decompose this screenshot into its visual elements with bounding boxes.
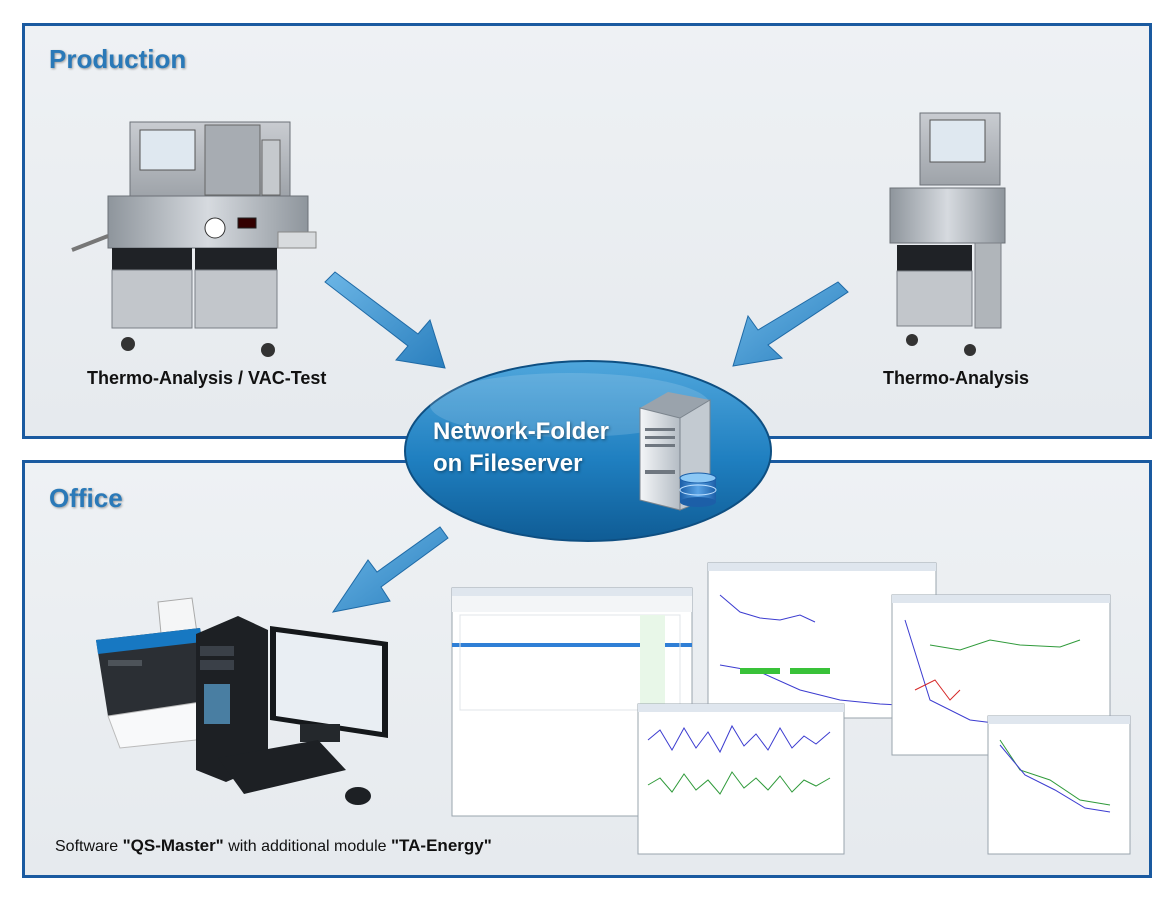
office-title: Office — [49, 483, 123, 513]
computer-icon — [196, 616, 388, 805]
thermo-analysis-machine-image — [889, 112, 1006, 356]
arrow-icon — [331, 526, 449, 613]
network-folder-line2: on Fileserver — [433, 450, 583, 477]
software-screenshots — [451, 562, 1131, 855]
software-prefix: Software — [55, 838, 123, 855]
software-middle: with additional module — [223, 838, 391, 855]
vac-test-caption: Thermo-Analysis / VAC-Test — [87, 368, 327, 388]
module-name: "TA-Energy" — [390, 836, 492, 855]
network-folder-line1: Network-Folder — [433, 418, 610, 445]
vac-test-machine-image — [71, 121, 317, 357]
arrow-icon — [732, 281, 849, 367]
arrow-icon — [324, 271, 446, 369]
thermo-analysis-caption: Thermo-Analysis — [883, 368, 1030, 388]
production-title: Production — [49, 44, 187, 74]
network-folder-label: Network-Folder on Fileserver — [433, 416, 633, 480]
software-name: "QS-Master" — [122, 836, 224, 855]
database-icon — [679, 472, 717, 507]
software-caption: Software "QS-Master" with additional mod… — [55, 836, 492, 856]
